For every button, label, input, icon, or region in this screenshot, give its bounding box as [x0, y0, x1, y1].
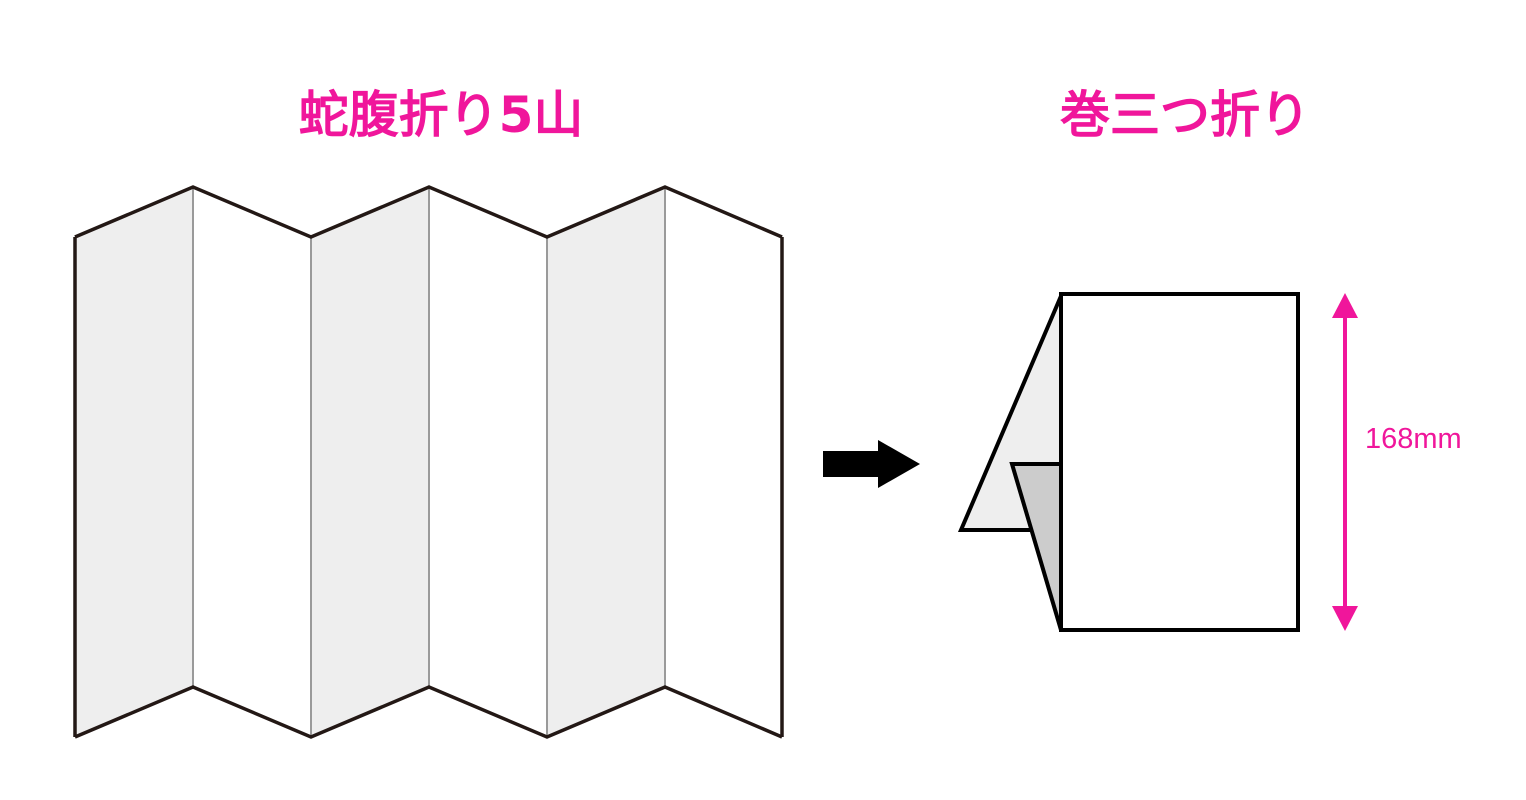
- accordion-top-edge: [74, 185, 783, 239]
- accordion-panel-4: [429, 187, 547, 737]
- roll-fold-title: 巻三つ折り: [1060, 86, 1310, 144]
- accordion-fold-title: 蛇腹折り5山: [299, 86, 584, 144]
- roll-fold-inner-flap: [1009, 462, 1063, 631]
- accordion-panel-1: [75, 187, 193, 737]
- accordion-panel-2: [193, 187, 311, 737]
- height-dimension-arrow: [1332, 293, 1358, 631]
- accordion-bottom-edge: [74, 685, 783, 739]
- roll-fold-front-panel: [1059, 292, 1300, 632]
- accordion-panel-5: [547, 187, 665, 737]
- accordion-fold-illustration: [73, 185, 784, 739]
- roll-fold-illustration: [957, 292, 1300, 632]
- accordion-panel-6: [665, 187, 782, 737]
- accordion-panel-3: [311, 187, 429, 737]
- right-arrow-icon: [823, 440, 920, 488]
- height-dimension-label: 168mm: [1365, 423, 1462, 455]
